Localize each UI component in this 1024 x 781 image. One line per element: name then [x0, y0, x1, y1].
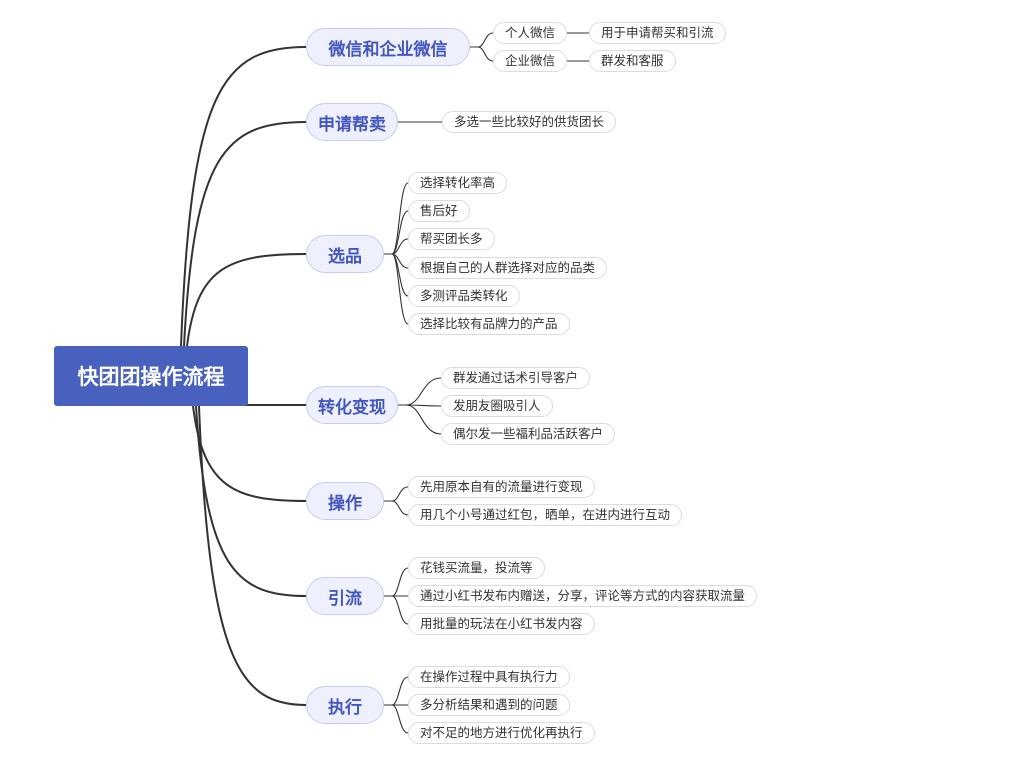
leaf-link — [384, 253, 409, 297]
leaf-link — [384, 486, 409, 502]
leaf-link — [470, 46, 494, 62]
leaf-selection-6[interactable]: 选择比较有品牌力的产品 — [408, 313, 570, 335]
leaf-link — [384, 704, 409, 734]
leaf-conversion-1[interactable]: 群发通过话术引导客户 — [441, 367, 591, 389]
leaf-link — [398, 404, 442, 435]
leaf-link — [384, 182, 409, 255]
leaf-link — [384, 210, 409, 255]
branch-wechat[interactable]: 微信和企业微信 — [306, 28, 470, 66]
leaf-selection-1[interactable]: 选择转化率高 — [408, 172, 508, 194]
leaf-operation-2[interactable]: 用几个小号通过红包，晒单，在进内进行互动 — [408, 504, 683, 526]
branch-link — [192, 405, 307, 502]
leaf-choose-supplier[interactable]: 多选一些比较好的供货团长 — [442, 111, 617, 133]
leaf-selection-3[interactable]: 帮买团长多 — [408, 228, 495, 250]
branch-product-selection[interactable]: 选品 — [306, 235, 384, 273]
leaf-link — [384, 500, 409, 516]
branch-traffic[interactable]: 引流 — [306, 577, 384, 615]
branch-operation[interactable]: 操作 — [306, 482, 384, 520]
leaf-link — [470, 32, 494, 48]
leaf-enterprise-wechat[interactable]: 企业微信 — [493, 50, 568, 72]
leaf-link — [384, 253, 409, 325]
leaf-selection-4[interactable]: 根据自己的人群选择对应的品类 — [408, 257, 608, 279]
branch-link — [180, 46, 307, 347]
leaf-traffic-2[interactable]: 通过小红书发布内赠送，分享，评论等方式的内容获取流量 — [408, 585, 758, 607]
branch-apply-resale[interactable]: 申请帮卖 — [306, 103, 398, 141]
leaf-execution-1[interactable]: 在操作过程中具有执行力 — [408, 666, 570, 688]
leaf-conversion-2[interactable]: 发朋友圈吸引人 — [441, 395, 553, 417]
leaf-traffic-1[interactable]: 花钱买流量，投流等 — [408, 557, 545, 579]
leaf-personal-wechat[interactable]: 个人微信 — [493, 22, 568, 44]
branch-conversion[interactable]: 转化变现 — [306, 386, 398, 424]
leaf-link — [384, 595, 409, 625]
leaf-link — [384, 567, 409, 597]
leaf-personal-wechat-detail[interactable]: 用于申请帮买和引流 — [589, 22, 726, 44]
branch-link — [198, 405, 307, 706]
leaf-conversion-3[interactable]: 偶尔发一些福利品活跃客户 — [441, 423, 616, 445]
root-node[interactable]: 快团团操作流程 — [54, 346, 248, 406]
branch-execution[interactable]: 执行 — [306, 686, 384, 724]
branch-link — [186, 253, 307, 347]
leaf-link — [398, 377, 442, 406]
leaf-selection-2[interactable]: 售后好 — [408, 200, 470, 222]
leaf-selection-5[interactable]: 多测评品类转化 — [408, 285, 520, 307]
leaf-traffic-3[interactable]: 用批量的玩法在小红书发内容 — [408, 613, 595, 635]
leaf-operation-1[interactable]: 先用原本自有的流量进行变现 — [408, 476, 595, 498]
leaf-link — [384, 676, 409, 706]
branch-link — [183, 121, 307, 347]
leaf-execution-2[interactable]: 多分析结果和遇到的问题 — [408, 694, 570, 716]
leaf-execution-3[interactable]: 对不足的地方进行优化再执行 — [408, 722, 595, 744]
leaf-enterprise-wechat-detail[interactable]: 群发和客服 — [589, 50, 676, 72]
